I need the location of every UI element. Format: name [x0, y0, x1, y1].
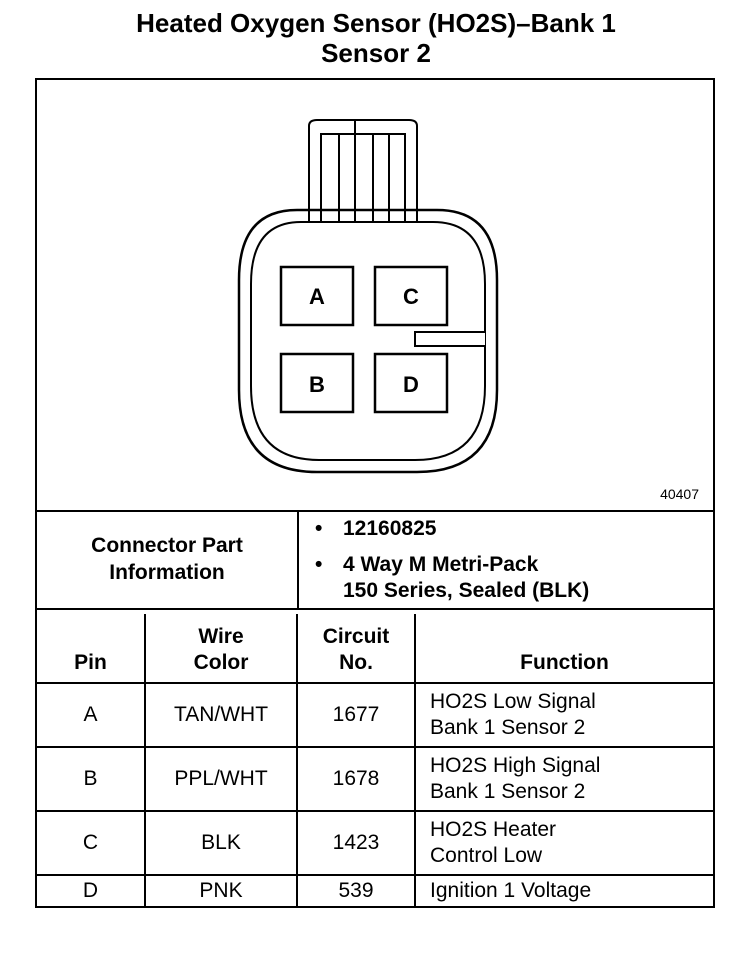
cell-function: HO2S High Signal Bank 1 Sensor 2	[414, 746, 713, 812]
connector-part-info: Connector Part Information • 12160825 • …	[37, 510, 713, 610]
table-row: D PNK 539 Ignition 1 Voltage	[37, 874, 713, 906]
cell-wire-color: TAN/WHT	[144, 682, 298, 748]
connector-diagram: A C B D 40407	[37, 80, 713, 512]
title-line-1: Heated Oxygen Sensor (HO2S)–Bank 1	[136, 8, 616, 38]
cell-circuit: 1678	[296, 746, 416, 812]
cell-wire-color: PPL/WHT	[144, 746, 298, 812]
pin-label-d: D	[403, 372, 419, 397]
pin-cavity-a	[279, 265, 355, 327]
page-title: Heated Oxygen Sensor (HO2S)–Bank 1 Senso…	[0, 8, 752, 68]
cell-function: Ignition 1 Voltage	[414, 874, 713, 906]
header-wire-color: Wire Color	[144, 614, 298, 684]
part-info-label: Connector Part Information	[37, 510, 299, 608]
cell-wire-color: BLK	[144, 810, 298, 876]
pinout-table-wrapper: Pin Wire Color Circuit No. Function A TA…	[37, 614, 713, 906]
pin-cavity-b	[279, 352, 355, 414]
cell-function: HO2S Low Signal Bank 1 Sensor 2	[414, 682, 713, 748]
table-row: A TAN/WHT 1677 HO2S Low Signal Bank 1 Se…	[37, 682, 713, 748]
cell-pin: C	[37, 810, 146, 876]
connector-latch	[308, 119, 418, 222]
pin-cavity-d	[373, 352, 449, 414]
cell-circuit: 1423	[296, 810, 416, 876]
cell-pin: B	[37, 746, 146, 812]
part-description-line-1: 4 Way M Metri-Pack	[343, 553, 539, 576]
table-row: C BLK 1423 HO2S Heater Control Low	[37, 810, 713, 876]
part-number: 12160825	[343, 517, 437, 540]
header-pin: Pin	[37, 614, 146, 684]
bullet-icon: •	[315, 553, 323, 576]
connector-frame: A C B D 40407 Connector Part Information…	[35, 78, 715, 908]
cell-pin: D	[37, 874, 146, 906]
cell-function: HO2S Heater Control Low	[414, 810, 713, 876]
cell-circuit: 539	[296, 874, 416, 906]
part-number-item: • 12160825	[315, 516, 437, 542]
pin-label-a: A	[309, 284, 325, 309]
pin-cavity-c	[373, 265, 449, 327]
connector-face-drawing: A C B D	[237, 119, 499, 474]
cell-circuit: 1677	[296, 682, 416, 748]
cell-pin: A	[37, 682, 146, 748]
bullet-icon: •	[315, 517, 323, 540]
table-row: B PPL/WHT 1678 HO2S High Signal Bank 1 S…	[37, 746, 713, 812]
connector-body-inner	[250, 221, 486, 461]
header-circuit-no: Circuit No.	[296, 614, 416, 684]
table-header-row: Pin Wire Color Circuit No. Function	[37, 614, 713, 684]
part-info-list: • 12160825 • 4 Way M Metri-Pack 150 Seri…	[299, 510, 713, 608]
part-info-label-line-1: Connector Part	[91, 534, 243, 557]
header-function: Function	[414, 614, 713, 684]
pinout-table: Pin Wire Color Circuit No. Function A TA…	[37, 614, 713, 906]
pin-label-c: C	[403, 284, 419, 309]
figure-number: 40407	[660, 486, 699, 502]
pin-label-b: B	[309, 372, 325, 397]
part-info-label-line-2: Information	[109, 561, 225, 584]
connector-key-slot	[414, 331, 485, 347]
part-description-item: • 4 Way M Metri-Pack 150 Series, Sealed …	[315, 552, 590, 604]
connector-body-outer	[237, 208, 499, 474]
cell-wire-color: PNK	[144, 874, 298, 906]
part-description-line-2: 150 Series, Sealed (BLK)	[343, 579, 590, 602]
title-line-2: Sensor 2	[321, 38, 431, 68]
